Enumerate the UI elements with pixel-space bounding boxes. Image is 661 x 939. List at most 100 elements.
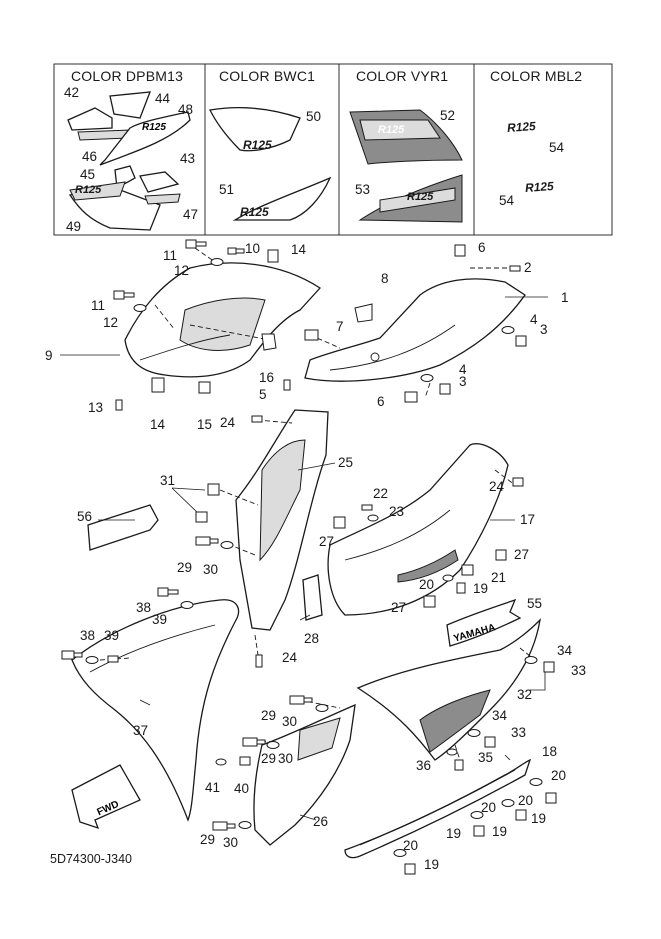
emblem-55-frame — [446, 598, 522, 647]
label-26: 26 — [313, 814, 329, 829]
decal-52-stripe — [359, 119, 441, 141]
decal-50-logo: R125 — [243, 138, 272, 152]
label-36: 36 — [416, 758, 432, 773]
decal-49-stripe — [69, 181, 126, 201]
label-14: 14 — [291, 242, 307, 257]
label-54: 54 — [499, 193, 515, 208]
part-17-side-cover — [327, 443, 509, 616]
label-34: 34 — [557, 643, 573, 658]
part-26-lower-cover — [253, 703, 356, 846]
label-29: 29 — [261, 708, 277, 723]
leader-line — [297, 462, 336, 471]
label-45: 45 — [80, 167, 96, 182]
label-50: 50 — [306, 109, 322, 124]
label-12: 12 — [103, 315, 119, 330]
decal-48-logo: R125 — [142, 122, 166, 133]
leader-line — [171, 487, 206, 516]
label-33: 33 — [511, 725, 527, 740]
part-9-line — [139, 334, 231, 361]
label-28: 28 — [304, 631, 320, 646]
decal-47 — [144, 193, 181, 205]
label-55: 55 — [527, 596, 543, 611]
part-37-line — [89, 624, 216, 673]
assembly-line — [454, 744, 461, 761]
decal-43 — [139, 171, 180, 193]
label-30: 30 — [203, 562, 219, 577]
label-39: 39 — [104, 628, 120, 643]
assembly-line — [99, 657, 131, 661]
label-8: 8 — [381, 271, 389, 286]
label-6: 6 — [478, 240, 486, 255]
label-51: 51 — [219, 182, 235, 197]
label-19: 19 — [424, 857, 440, 872]
decal-52-logo: R125 — [378, 124, 405, 136]
label-27: 27 — [319, 534, 335, 549]
label-25: 25 — [338, 455, 354, 470]
part-1-cowl — [304, 278, 526, 382]
color-header-vyr1: COLOR VYR1 — [356, 68, 449, 84]
fwd-arrow: FWD — [71, 764, 141, 830]
label-29: 29 — [200, 832, 216, 847]
label-34: 34 — [492, 708, 508, 723]
decal-49-logo: R125 — [75, 184, 102, 196]
label-20: 20 — [518, 793, 534, 808]
color-header-bwc1: COLOR BWC1 — [219, 68, 316, 84]
label-35: 35 — [478, 750, 494, 765]
decal-56 — [87, 504, 159, 551]
label-4: 4 — [459, 362, 467, 377]
color-header-dpbm13: COLOR DPBM13 — [71, 68, 184, 84]
leader-line — [139, 699, 151, 706]
label-20: 20 — [551, 768, 567, 783]
decal-50 — [209, 106, 301, 152]
part-26-recess — [297, 717, 341, 761]
label-49: 49 — [66, 219, 82, 234]
label-6: 6 — [377, 394, 385, 409]
part-28-plate — [302, 574, 323, 621]
label-31: 31 — [160, 473, 176, 488]
decal-42 — [67, 107, 113, 131]
label-38: 38 — [136, 600, 152, 615]
label-29: 29 — [261, 751, 277, 766]
label-27: 27 — [391, 600, 407, 615]
assembly-line — [219, 489, 259, 506]
label-20: 20 — [481, 800, 497, 815]
label-40: 40 — [234, 781, 250, 796]
part-17-trim — [397, 549, 459, 583]
label-46: 46 — [82, 149, 98, 164]
assembly-line — [256, 419, 293, 424]
label-16: 16 — [259, 370, 275, 385]
label-30: 30 — [278, 751, 294, 766]
label-17: 17 — [520, 512, 536, 527]
decal-44 — [109, 91, 151, 119]
label-20: 20 — [419, 577, 435, 592]
decal-54-logo: R125 — [506, 119, 537, 135]
label-54: 54 — [549, 140, 565, 155]
label-9: 9 — [45, 348, 53, 363]
label-19: 19 — [473, 581, 489, 596]
color-header-mbl2: COLOR MBL2 — [490, 68, 583, 84]
reference-code: 5D74300-J340 — [50, 852, 133, 866]
label-1: 1 — [561, 290, 569, 305]
label-48: 48 — [178, 102, 194, 117]
label-3: 3 — [540, 322, 548, 337]
label-19: 19 — [446, 826, 462, 841]
label-23: 23 — [389, 504, 405, 519]
assembly-line — [309, 334, 341, 349]
assembly-line — [299, 699, 341, 709]
hardware-set — [61, 239, 557, 875]
label-32: 32 — [517, 687, 533, 702]
label-52: 52 — [440, 108, 456, 123]
label-19: 19 — [531, 811, 547, 826]
label-15: 15 — [197, 417, 213, 432]
part-37-side-panel — [71, 599, 240, 822]
label-30: 30 — [282, 714, 298, 729]
decal-48 — [99, 111, 191, 166]
part-18-rail — [344, 758, 532, 859]
label-24: 24 — [220, 415, 236, 430]
decal-53-stripe — [379, 187, 456, 213]
assembly-line — [254, 634, 259, 656]
label-21: 21 — [491, 570, 507, 585]
label-33: 33 — [571, 663, 587, 678]
leader-line — [299, 614, 311, 621]
